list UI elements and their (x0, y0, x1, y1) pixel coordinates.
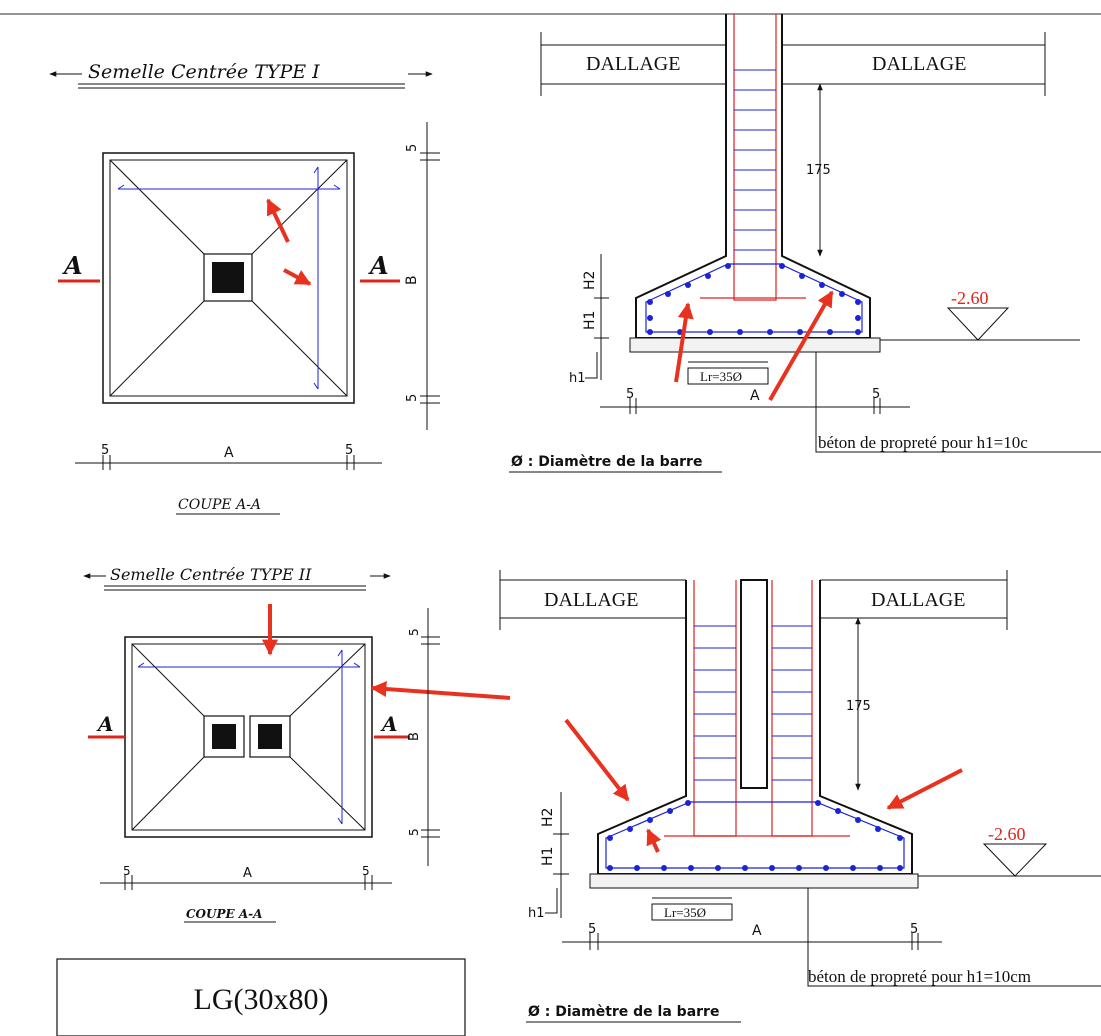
type2-cover-right: 5 (362, 864, 370, 878)
type2-sec-dim-a: A (752, 923, 762, 939)
type2-note: béton de propreté pour h1=10cm (808, 967, 1031, 986)
type2-dim-a: A (243, 866, 252, 881)
type2-dim-175: 175 (846, 699, 871, 714)
type2-dallage-left: DALLAGE (544, 589, 638, 611)
type2-sec-cover-right: 5 (910, 922, 918, 937)
type2-legend: Ø : Diamètre de la barre (528, 1004, 719, 1020)
type2-column-left (212, 724, 236, 749)
type2-footing-section (597, 580, 913, 875)
type1-rebar-dots (647, 263, 861, 335)
type2-h2: H2 (540, 808, 556, 827)
type2-diag-br (289, 756, 366, 831)
type1-rebar-x-hooks (117, 184, 341, 190)
type2-diag-bl (131, 756, 205, 831)
type1-cover-right: 5 (345, 443, 353, 458)
type1-cover-left: 5 (101, 443, 109, 458)
type2-h1-small: h1 (528, 906, 545, 921)
type1-diag-tl (109, 159, 205, 255)
label-box: LG(30x80) (56, 958, 466, 1036)
type1-lr-box (687, 367, 769, 385)
type2-cover-bottom: 5 (407, 828, 421, 836)
type1-h1-leader (585, 352, 598, 379)
type1-arrow-diag (266, 198, 290, 243)
type2-diag-tl (131, 643, 205, 717)
type2-title: Semelle Centrée TYPE II (110, 565, 312, 584)
type1-dim-a: A (224, 445, 234, 461)
type1-column-rebar (733, 14, 777, 301)
type2-column-right (258, 724, 282, 749)
type2-cover-top: 5 (407, 628, 421, 636)
type1-column (212, 262, 244, 293)
type1-diag-br (251, 300, 348, 397)
type1-diag-bl (109, 300, 205, 397)
type2-rebar-x-hooks (137, 662, 361, 668)
type2-diag-tr (289, 643, 366, 717)
type1-dim-175: 175 (806, 163, 831, 178)
type2-section: DALLAGE DALLAGE 175 (499, 570, 1101, 1023)
type1-arrow-left (674, 302, 694, 383)
type1-section-mark-left: A (62, 251, 83, 280)
type2-dallage-right: DALLAGE (871, 589, 965, 611)
label-box-text: LG(30x80) (194, 983, 329, 1016)
type2-h1-leader (545, 888, 558, 914)
type2-sec-cover-left: 5 (588, 922, 596, 937)
type2-joint (740, 579, 768, 789)
type2-arrow-side (370, 681, 511, 700)
type1-lr: Lr=35Ø (700, 369, 742, 384)
type1-note-leader (815, 352, 1101, 453)
type2-level: -2.60 (988, 824, 1026, 844)
type2-lr: Lr=35Ø (664, 905, 706, 920)
type1-section: DALLAGE DALLAGE 175 (509, 14, 1101, 473)
type2-stirrups (694, 625, 812, 781)
type1-section-mark-right: A (368, 251, 389, 280)
type2-rebar-y-hooks (337, 649, 343, 825)
type1-footing-outline (102, 152, 355, 404)
type2-blinding (589, 873, 919, 889)
type1-diag-tr (251, 159, 348, 255)
type1-arrow-right (768, 290, 834, 401)
type2-note-leader (807, 888, 1101, 987)
type1-h2: H2 (582, 271, 598, 290)
type1-stirrups (734, 69, 776, 251)
type1-dallage-left: DALLAGE (586, 53, 680, 75)
type1-level: -2.60 (951, 288, 989, 308)
type1-plan: Semelle Centrée TYPE I A A 5 B 5 (49, 61, 440, 515)
type2-dim-b: B (407, 732, 422, 741)
type2-rebar-dots (607, 800, 903, 871)
type1-sec-cover-right: 5 (872, 387, 880, 402)
type2-footing-inner (131, 643, 366, 831)
type1-subtitle: COUPE A-A (178, 497, 261, 513)
type1-note: béton de propreté pour h1=10c (818, 433, 1028, 452)
type1-h1-small: h1 (569, 371, 586, 386)
type2-cover-left: 5 (123, 864, 131, 878)
type2-arrow-right (886, 768, 963, 810)
type1-rebar-y-hooks (313, 166, 319, 390)
type2-section-mark-left: A (96, 712, 114, 736)
type2-h1: H1 (540, 847, 556, 866)
type2-subtitle: COUPE A-A (186, 907, 262, 921)
type1-arrow-rebar (283, 268, 312, 286)
type1-level-triangle (946, 307, 1010, 341)
type2-column-left-rebar (693, 580, 737, 837)
type2-level-triangle (982, 843, 1048, 877)
type2-lr-box (651, 903, 733, 921)
type1-h1: H1 (582, 311, 598, 330)
type2-section-mark-right: A (380, 712, 398, 736)
type1-footing-inner (109, 159, 348, 397)
type1-cover-bottom: 5 (405, 394, 420, 402)
type1-sec-dim-a: A (750, 388, 760, 404)
type2-arrow-small (646, 828, 662, 853)
type2-plan: Semelle Centrée TYPE II A A 5 B 5 (83, 565, 511, 923)
type2-column-right-rebar (771, 580, 813, 837)
type1-dim-b: B (404, 275, 420, 285)
type2-arrow-left (564, 718, 630, 802)
type1-legend: Ø : Diamètre de la barre (511, 454, 702, 470)
type1-dallage-right: DALLAGE (872, 53, 966, 75)
type1-blinding (629, 337, 881, 353)
type1-cover-top: 5 (405, 144, 420, 152)
type1-sec-cover-left: 5 (626, 387, 634, 402)
type1-title: Semelle Centrée TYPE I (88, 61, 320, 83)
